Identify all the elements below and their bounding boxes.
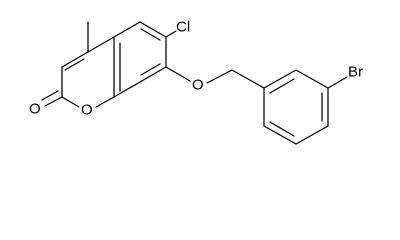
bond-c6-chlorine xyxy=(165,30,177,38)
bond-c2-carbonyl xyxy=(44,96,63,107)
bond-ring-oxygen-c8a xyxy=(95,96,115,108)
benzo-ring xyxy=(113,21,191,98)
bond-ch2-ring xyxy=(231,69,265,89)
bond-ether-oxygen-ch2 xyxy=(206,69,233,84)
bond-ar5-ar6 xyxy=(263,125,297,145)
atom-label-ring-oxygen: O xyxy=(81,102,93,119)
atom-label-bromine: Br xyxy=(348,64,363,81)
bond-c7-ether-oxygen xyxy=(165,66,191,82)
bond-ar5-ar6-inner xyxy=(269,121,295,137)
bond-ar2-ar3 xyxy=(295,69,329,89)
bromobenzyl-group xyxy=(206,69,348,145)
bond-c2-carbonyl-inner xyxy=(41,90,59,101)
bond-c2-ring-oxygen xyxy=(61,96,80,108)
bond-ar3-bromine xyxy=(327,76,348,89)
bond-c4-c3 xyxy=(61,51,89,68)
pyranone-ring xyxy=(41,21,115,108)
atom-label-ether-oxygen: O xyxy=(192,77,204,94)
bond-c4a-c5 xyxy=(113,21,141,38)
bond-c5-c6 xyxy=(139,21,167,38)
bond-ar1-ar2-inner xyxy=(269,78,295,94)
bond-c8-c8a xyxy=(113,81,141,98)
bond-ar4-ar5 xyxy=(295,125,329,145)
bond-c4-c3-inner xyxy=(64,58,85,71)
atom-label-chlorine: Cl xyxy=(176,19,190,36)
bond-c7-c8 xyxy=(139,66,167,83)
bond-c7-c8-inner xyxy=(140,63,161,76)
bond-ar1-ar2 xyxy=(263,69,297,89)
bond-c4-c4a xyxy=(87,36,115,53)
chemical-structure-diagram: Cl O O O Br xyxy=(29,19,363,145)
atom-label-carbonyl-oxygen: O xyxy=(29,101,41,118)
bond-c5-c6-inner xyxy=(140,28,161,41)
